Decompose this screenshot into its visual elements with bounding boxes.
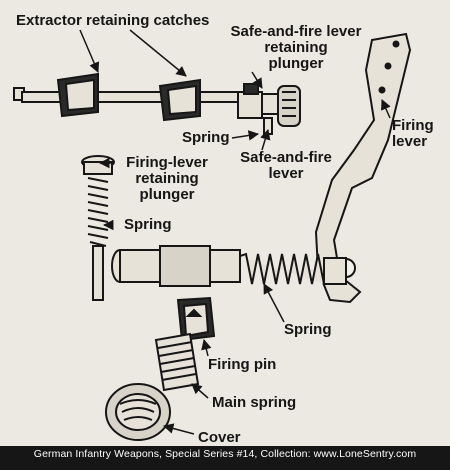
label-firing-lever-line1: Firing bbox=[392, 117, 434, 134]
label-main-spring: Main spring bbox=[212, 394, 297, 411]
label-cover: Cover bbox=[198, 429, 241, 446]
cover-part bbox=[105, 383, 171, 441]
label-firing-lever-plunger-line1: Firing-lever bbox=[126, 154, 208, 171]
firing-pin-part bbox=[176, 296, 216, 342]
lever-plunger-part bbox=[81, 155, 115, 301]
label-safe-fire-lever-line1: Safe-and-fire bbox=[240, 149, 332, 166]
caption-bar bbox=[0, 446, 450, 470]
extractor-assembly bbox=[13, 72, 241, 122]
label-safe-fire-plunger-line3: plunger bbox=[268, 55, 324, 72]
label-safe-fire-lever: Safe-and-fire lever bbox=[226, 150, 346, 182]
main-spring-part bbox=[154, 332, 200, 392]
leader-lines bbox=[79, 29, 391, 435]
label-safe-fire-plunger-line2: retaining bbox=[264, 39, 328, 56]
label-spring-left: Spring bbox=[124, 216, 172, 233]
label-spring-small: Spring bbox=[182, 129, 230, 146]
label-safe-fire-plunger: Safe-and-fire lever retaining plunger bbox=[226, 24, 366, 72]
label-safe-fire-lever-line2: lever bbox=[268, 165, 304, 182]
label-firing-lever-line2: lever bbox=[392, 133, 428, 150]
source-caption: German Infantry Weapons, Special Series … bbox=[33, 448, 417, 460]
safe-fire-assembly bbox=[237, 83, 301, 135]
label-safe-fire-plunger-line1: Safe-and-fire lever bbox=[230, 23, 362, 40]
main-cylinder-part bbox=[111, 245, 347, 287]
label-extractor-catches: Extractor retaining catches bbox=[16, 12, 210, 29]
label-firing-lever-plunger-line3: plunger bbox=[139, 186, 195, 203]
label-firing-lever-plunger-line2: retaining bbox=[135, 170, 199, 187]
label-firing-lever-plunger: Firing-lever retaining plunger bbox=[112, 155, 222, 203]
label-spring-bottom: Spring bbox=[284, 321, 332, 338]
label-firing-pin: Firing pin bbox=[208, 356, 277, 373]
label-firing-lever: Firing lever bbox=[392, 118, 434, 150]
